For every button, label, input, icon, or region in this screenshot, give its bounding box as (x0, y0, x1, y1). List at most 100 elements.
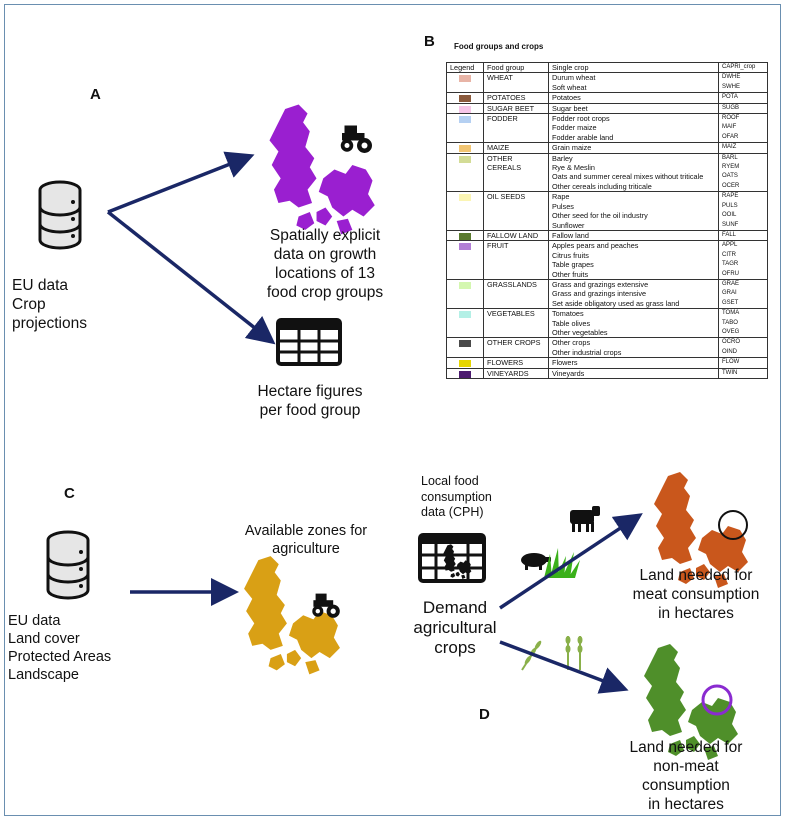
capri-code: MAIZ (722, 144, 737, 151)
legend-swatch (459, 232, 471, 240)
table-header-row: Legend Food group Single crop CAPRI_crop (446, 61, 768, 74)
label-line: projections (12, 315, 87, 332)
capri-code-cell: DWHE SWHE (718, 72, 768, 94)
legend-swatch-cell (446, 240, 484, 280)
crop-name: Pulses (552, 201, 574, 211)
legend-swatch (459, 340, 471, 348)
crop-name: Oats and summer cereal mixes without tri… (552, 172, 704, 182)
legend-swatch (459, 370, 471, 378)
panel-letter-a: A (90, 86, 101, 103)
food-group-cell: OTHER CROPS (483, 337, 549, 359)
capri-code: BARL (722, 154, 738, 161)
legend-swatch (459, 281, 471, 289)
legend-title: Food groups and crops (454, 42, 544, 51)
label-line: Local food (421, 474, 479, 488)
crop-name: Vineyards (552, 368, 585, 378)
capri-code: DWHE (722, 74, 741, 81)
crop-name: Fodder arable land (552, 132, 614, 142)
legend-swatch-cell (446, 308, 484, 339)
crop-name: Grass and grazings extensive (552, 279, 649, 289)
capri-code-cell: TWIN (718, 367, 768, 380)
capri-code-cell: FLOW (718, 357, 768, 369)
crop-name: Soft wheat (552, 82, 587, 92)
food-group-cell: MAIZE (483, 142, 549, 154)
arrow-to-meat-map (499, 513, 643, 610)
crop-name: Barley (552, 153, 573, 163)
crop-name: Sunflower (552, 220, 585, 230)
label-line: Hectare figures (257, 383, 363, 400)
capri-code-cell: MAIZ (718, 142, 768, 154)
crop-name: Table grapes (552, 260, 594, 270)
crop-name: Other industrial crops (552, 347, 622, 357)
legend-swatch (459, 145, 471, 153)
label-line: data (CPH) (421, 505, 484, 519)
crop-name: Rye & Meslin (552, 163, 595, 173)
legend-swatch-cell (446, 357, 484, 369)
capri-code: POTA (722, 94, 738, 101)
spatial-data-label: Spatially explicit data on growth locati… (240, 226, 410, 302)
legend-swatch-cell (446, 367, 484, 380)
single-crop-cell: Sugar beet (548, 102, 719, 115)
label-line: data on growth (273, 246, 377, 263)
legend-swatch-cell (446, 113, 484, 144)
capri-code: OATS (722, 173, 738, 180)
crop-name: Other seed for the oil industry (552, 211, 648, 221)
denmark-map-purple (269, 104, 375, 235)
capri-code: FALL (722, 231, 737, 238)
crop-name: Table olives (552, 318, 591, 328)
label-line: meat consumption (632, 586, 760, 603)
crop-name: Other crops (552, 338, 591, 348)
meat-consumption-label: Land needed for meat consumption in hect… (616, 566, 776, 623)
crop-name: Grass and grazings intensive (552, 289, 647, 299)
highlight-circle (701, 684, 733, 716)
crop-name: Flowers (552, 358, 578, 368)
capri-code-cell: SUGB (718, 102, 768, 115)
capri-code: SWHE (722, 83, 740, 90)
capri-code: PULS (722, 202, 738, 209)
capri-code: GRAE (722, 280, 740, 287)
label-line: agriculture (272, 541, 340, 557)
capri-code: OCRO (722, 339, 740, 346)
crop-name: Fodder root crops (552, 114, 610, 124)
label-line: Spatially explicit (269, 227, 381, 244)
legend-swatch-cell (446, 337, 484, 359)
header-single-crop: Single crop (548, 61, 719, 74)
legend-swatch-cell (446, 191, 484, 231)
label-line: EU data (12, 277, 69, 294)
label-line: crops (434, 638, 476, 657)
arrow-to-nonmeat-map (499, 640, 629, 694)
food-group-cell: WHEAT (483, 72, 549, 94)
food-group-cell: OIL SEEDS (483, 191, 549, 231)
capri-code: SUGB (722, 104, 740, 111)
label-line: non-meat (653, 758, 719, 775)
panel-letter-d: D (479, 706, 490, 723)
label-line: food crop groups (266, 284, 384, 301)
crop-name: Sugar beet (552, 103, 588, 113)
capri-code: TWIN (722, 369, 738, 376)
label-line: Crop (12, 296, 46, 313)
legend-swatch-cell (446, 152, 484, 193)
capri-code: OCER (722, 182, 740, 189)
food-group-cell: GRASSLANDS (483, 278, 549, 310)
figure-frame (4, 4, 781, 816)
hectare-figures-label: Hectare figures per food group (240, 382, 380, 420)
capri-code: MAIF (722, 124, 737, 131)
arrow-to-spatial-map (107, 151, 255, 214)
label-line: Landscape (8, 667, 79, 683)
capri-code: FLOW (722, 359, 740, 366)
